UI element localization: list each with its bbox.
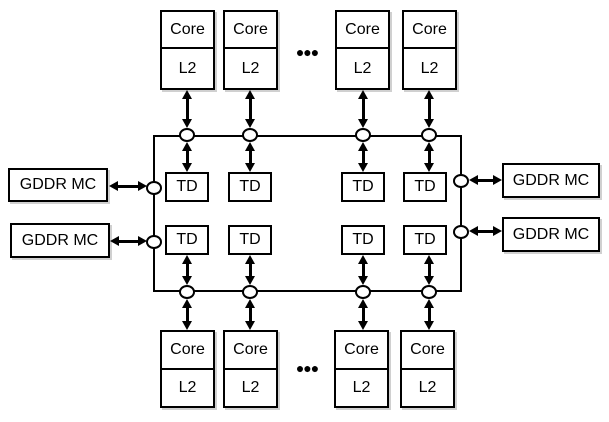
ellipsis: ●●●	[295, 360, 319, 376]
gddr-mc-box: GDDR MC	[502, 217, 600, 252]
core-label: Core	[402, 332, 453, 370]
gddr-mc-box: GDDR MC	[8, 168, 108, 202]
bidirectional-arrow	[469, 225, 502, 236]
l2-label: L2	[178, 379, 197, 396]
core-l2-tile-bottom-3: Core L2	[334, 330, 389, 408]
core-l2-tile-bottom-4: Core L2	[400, 330, 455, 408]
bidirectional-arrow	[357, 90, 368, 128]
core-l2-tile-top-4: Core L2	[402, 10, 457, 90]
bidirectional-arrow	[181, 299, 192, 330]
bidirectional-arrow	[109, 180, 147, 191]
ring-bus	[153, 135, 462, 292]
td-box: TD	[341, 225, 385, 255]
ring-stop	[453, 225, 469, 239]
l2-label: L2	[352, 379, 371, 396]
ring-stop	[453, 174, 469, 188]
td-box: TD	[403, 225, 447, 255]
l2-label: L2	[241, 59, 260, 77]
td-box: TD	[165, 172, 209, 202]
core-l2-tile-bottom-2: Core L2	[223, 330, 278, 408]
bidirectional-arrow	[181, 255, 192, 285]
core-l2-tile-top-2: Core L2	[223, 10, 278, 90]
l2-label: L2	[353, 59, 372, 77]
core-label: Core	[225, 332, 276, 370]
bidirectional-arrow	[423, 90, 434, 128]
core-label: Core	[336, 332, 387, 370]
bidirectional-arrow	[181, 90, 192, 128]
ring-stop	[421, 128, 437, 142]
bidirectional-arrow	[181, 142, 192, 172]
gddr-mc-box: GDDR MC	[502, 163, 600, 198]
ring-stop	[355, 128, 371, 142]
ring-stop	[146, 181, 162, 195]
bidirectional-arrow	[423, 299, 434, 330]
bidirectional-arrow	[244, 90, 255, 128]
l2-label: L2	[241, 379, 260, 396]
ring-stop	[146, 235, 162, 249]
bidirectional-arrow	[357, 299, 368, 330]
bidirectional-arrow	[110, 235, 147, 246]
ring-stop	[421, 285, 437, 299]
td-box: TD	[228, 225, 272, 255]
core-label: Core	[162, 332, 213, 370]
td-box: TD	[403, 172, 447, 202]
ring-stop	[242, 128, 258, 142]
bidirectional-arrow	[423, 255, 434, 285]
ring-stop	[179, 128, 195, 142]
ring-stop	[242, 285, 258, 299]
td-box: TD	[228, 172, 272, 202]
core-l2-tile-bottom-1: Core L2	[160, 330, 215, 408]
bidirectional-arrow	[357, 255, 368, 285]
l2-label: L2	[420, 59, 439, 77]
l2-label: L2	[178, 59, 197, 77]
core-label: Core	[162, 12, 213, 49]
ring-stop	[179, 285, 195, 299]
l2-label: L2	[418, 379, 437, 396]
core-label: Core	[225, 12, 276, 49]
core-label: Core	[337, 12, 388, 49]
gddr-mc-box: GDDR MC	[10, 223, 110, 258]
bidirectional-arrow	[469, 174, 502, 185]
ring-stop	[355, 285, 371, 299]
td-box: TD	[341, 172, 385, 202]
ellipsis: ●●●	[295, 44, 319, 60]
bidirectional-arrow	[423, 142, 434, 172]
core-label: Core	[404, 12, 455, 49]
bidirectional-arrow	[244, 299, 255, 330]
bidirectional-arrow	[244, 142, 255, 172]
bidirectional-arrow	[244, 255, 255, 285]
core-l2-tile-top-3: Core L2	[335, 10, 390, 90]
td-box: TD	[165, 225, 209, 255]
bidirectional-arrow	[357, 142, 368, 172]
core-l2-tile-top-1: Core L2	[160, 10, 215, 90]
